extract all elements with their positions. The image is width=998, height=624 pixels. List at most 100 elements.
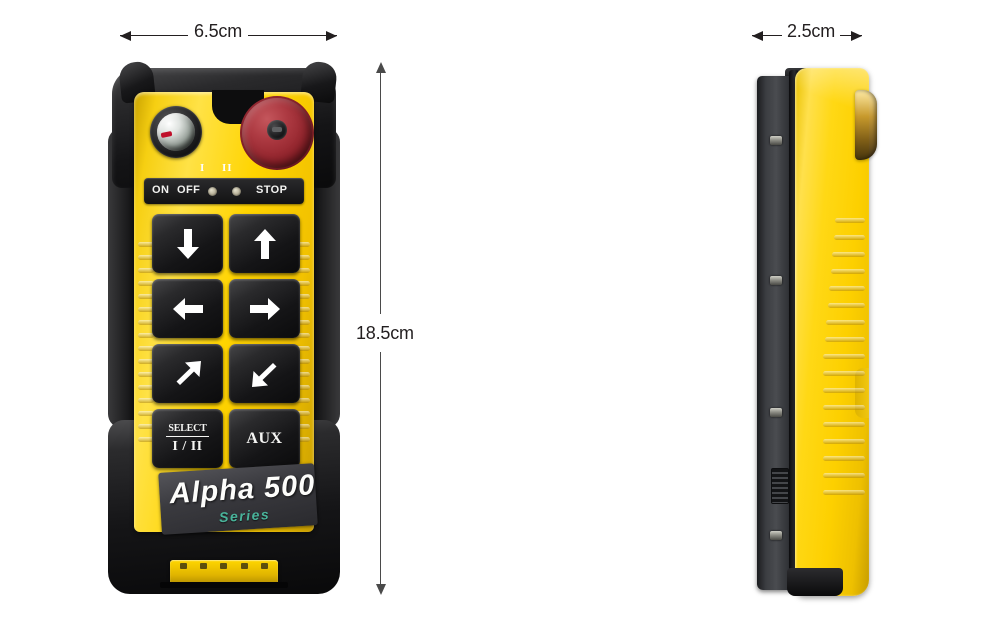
status-strip: ON OFF STOP <box>144 178 304 204</box>
grip-rib <box>138 281 154 286</box>
grip-rib <box>294 333 310 338</box>
side-grip-rib <box>827 303 865 308</box>
side-grip-rib <box>823 371 865 376</box>
yellow-chassis: I II ON OFF STOP <box>134 90 314 532</box>
depth-dimension-label: 2.5cm <box>782 21 841 42</box>
latch-tooth <box>200 563 208 569</box>
side-grip-rib <box>824 337 865 342</box>
screw-icon <box>770 276 782 285</box>
arrow-right-icon <box>248 294 282 324</box>
side-grip-rib <box>829 286 865 291</box>
indicator-lamp <box>150 106 202 158</box>
grip-rib <box>138 320 154 325</box>
grip-rib <box>138 242 154 247</box>
grip-rib <box>294 424 310 429</box>
grip-rib <box>138 424 154 429</box>
key-up[interactable] <box>229 214 300 273</box>
arrow-down-left-icon <box>249 358 281 390</box>
grip-rib <box>138 372 154 377</box>
side-back-edge <box>789 70 799 592</box>
emergency-stop-button[interactable] <box>240 96 314 170</box>
remote-front-view: I II ON OFF STOP <box>108 60 340 594</box>
remote-side-view <box>757 68 877 596</box>
screw-icon <box>770 531 782 540</box>
key-up-right[interactable] <box>152 344 223 403</box>
side-grip-rib <box>823 439 865 444</box>
grip-rib <box>294 255 310 260</box>
label-stop: STOP <box>256 184 288 196</box>
arrow-up-right-icon <box>172 358 204 390</box>
height-dimension-label: 18.5cm <box>352 321 418 346</box>
battery-slot <box>160 582 288 588</box>
grip-rib <box>294 294 310 299</box>
side-grip-rib <box>823 354 865 359</box>
width-arrow-left-icon <box>120 31 131 41</box>
brand-series: Series <box>218 506 271 526</box>
grip-rib <box>138 255 154 260</box>
screw-icon <box>770 408 782 417</box>
key-select-text: SELECT I / II <box>166 423 209 454</box>
latch-tooth <box>180 563 188 569</box>
side-vent <box>771 468 789 504</box>
led-indicator-one <box>208 187 217 196</box>
led-marker-one: I <box>200 162 206 174</box>
keypad: SELECT I / II AUX <box>150 212 302 470</box>
grip-rib <box>294 281 310 286</box>
arrow-down-icon <box>173 227 203 261</box>
side-grip-rib <box>833 235 865 240</box>
key-right[interactable] <box>229 279 300 338</box>
brand-plate: Alpha 500 Series <box>158 463 318 535</box>
led-marker-two: II <box>222 162 233 174</box>
label-on: ON <box>152 184 170 196</box>
side-grip-rib <box>823 405 865 410</box>
grip-rib <box>138 398 154 403</box>
side-grip-rib <box>823 473 865 478</box>
grip-rib <box>138 359 154 364</box>
grip-rib <box>294 346 310 351</box>
height-arrow-down-icon <box>376 584 386 595</box>
side-indicator-lamp <box>855 90 877 160</box>
grip-rib <box>294 411 310 416</box>
label-off: OFF <box>177 184 201 196</box>
height-dimension-line-lower <box>380 352 381 590</box>
grip-rib <box>138 307 154 312</box>
side-grip-rib <box>830 269 865 274</box>
side-grip-rib <box>832 252 865 257</box>
depth-arrow-right-icon <box>851 31 862 41</box>
key-select-label-top: SELECT <box>166 423 209 437</box>
grip-rib <box>294 437 310 442</box>
height-arrow-up-icon <box>376 62 386 73</box>
key-select[interactable]: SELECT I / II <box>152 409 223 468</box>
key-select-label-bottom: I / II <box>172 438 203 454</box>
side-grip-rib <box>823 422 865 427</box>
side-grip-rib <box>823 388 865 393</box>
latch-tooth <box>220 563 228 569</box>
screw-icon <box>770 136 782 145</box>
grip-rib <box>294 320 310 325</box>
arrow-up-icon <box>250 227 280 261</box>
side-grip-rib <box>826 320 865 325</box>
arrow-left-icon <box>171 294 205 324</box>
depth-arrow-left-icon <box>752 31 763 41</box>
key-aux-label: AUX <box>246 429 283 447</box>
grip-rib <box>138 411 154 416</box>
key-down-left[interactable] <box>229 344 300 403</box>
grip-rib <box>138 268 154 273</box>
key-left[interactable] <box>152 279 223 338</box>
side-grip-rib <box>823 490 865 495</box>
grip-rib <box>294 359 310 364</box>
width-dimension-label: 6.5cm <box>188 21 249 42</box>
emergency-stop-hub <box>267 120 287 140</box>
grip-rib <box>138 385 154 390</box>
latch-tooth <box>240 563 248 569</box>
battery-latch[interactable] <box>170 560 278 585</box>
grip-rib <box>138 437 154 442</box>
grip-rib <box>138 294 154 299</box>
key-down[interactable] <box>152 214 223 273</box>
width-arrow-right-icon <box>326 31 337 41</box>
grip-rib <box>138 346 154 351</box>
grip-rib <box>294 385 310 390</box>
side-grip-rib <box>823 456 865 461</box>
key-aux[interactable]: AUX <box>229 409 300 468</box>
side-foot <box>787 568 843 596</box>
